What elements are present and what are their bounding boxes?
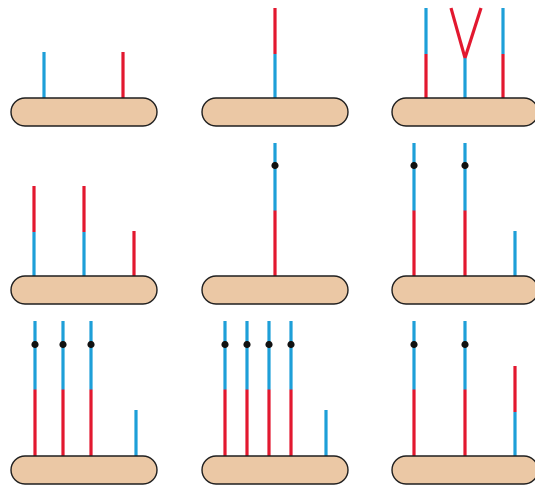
panel-p3: [391, 7, 535, 127]
wooden-base: [201, 455, 349, 485]
panel-p2: [201, 8, 349, 127]
wooden-base: [201, 275, 349, 305]
joint-dot: [461, 340, 469, 349]
stick: [461, 143, 469, 278]
wooden-base: [201, 97, 349, 127]
joint-dot: [243, 340, 251, 349]
fork-arm-left: [449, 7, 467, 59]
joint-dot: [410, 340, 418, 349]
joint-dot: [287, 340, 295, 349]
panel-p4: [10, 186, 158, 305]
panel-p6: [391, 143, 535, 305]
stick: [265, 321, 273, 458]
stick: [449, 7, 483, 100]
panel-p1: [10, 52, 158, 127]
wooden-base: [391, 97, 535, 127]
stick: [31, 321, 39, 458]
joint-dot: [271, 161, 279, 170]
wooden-base: [391, 275, 535, 305]
wooden-base: [10, 97, 158, 127]
joint-dot: [410, 161, 418, 170]
panel-p9: [391, 321, 535, 485]
stick: [410, 143, 418, 278]
fork-arm-right: [463, 7, 483, 59]
joint-dot: [265, 340, 273, 349]
stick: [461, 321, 469, 458]
stick: [243, 321, 251, 458]
joint-dot: [87, 340, 95, 349]
joint-dot: [59, 340, 67, 349]
stick: [59, 321, 67, 458]
joint-dot: [461, 161, 469, 170]
stick: [271, 143, 279, 278]
wooden-base: [391, 455, 535, 485]
stick: [87, 321, 95, 458]
panel-p5: [201, 143, 349, 305]
panel-p8: [201, 321, 349, 485]
panel-p7: [10, 321, 158, 485]
wooden-base: [10, 275, 158, 305]
joint-dot: [221, 340, 229, 349]
stick: [410, 321, 418, 458]
wooden-base: [10, 455, 158, 485]
joint-dot: [31, 340, 39, 349]
stick: [221, 321, 229, 458]
stick: [287, 321, 295, 458]
